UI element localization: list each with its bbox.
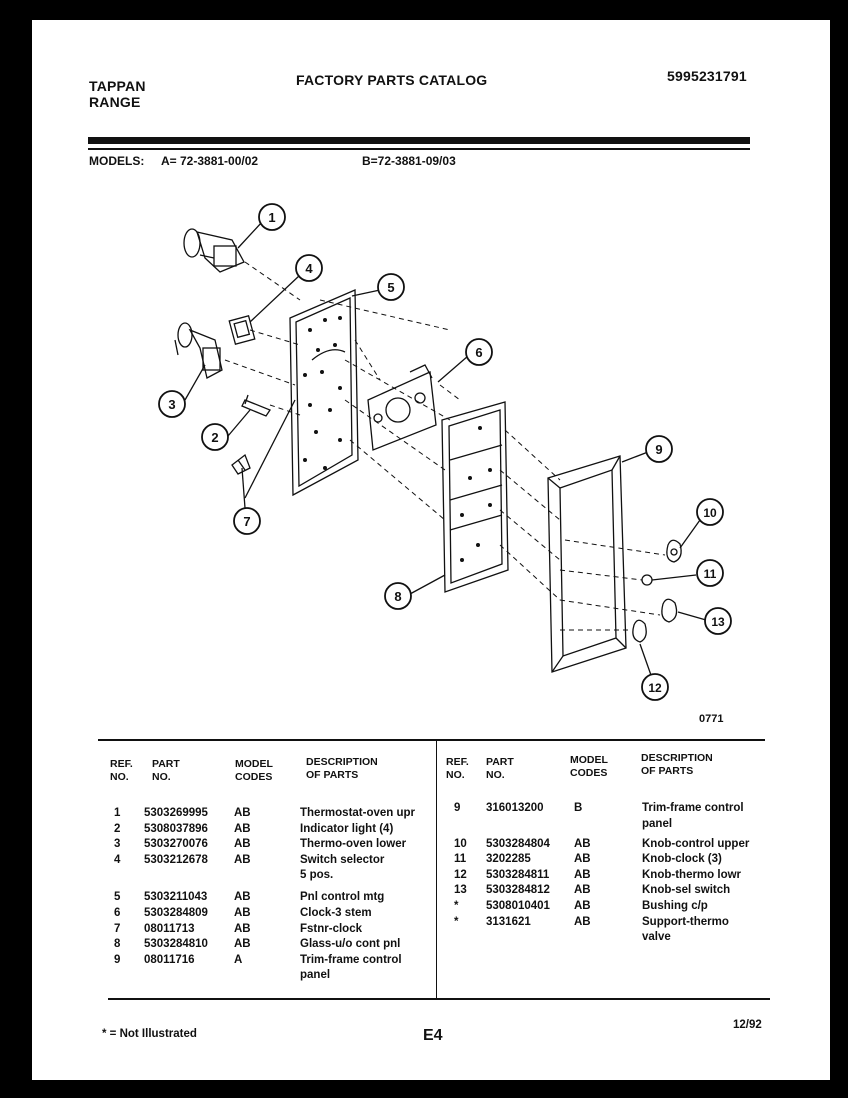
- models-label: MODELS:: [89, 154, 145, 168]
- callout-2: [201, 423, 229, 451]
- callout-label-9: 9: [655, 442, 662, 457]
- callout-7: [233, 507, 261, 535]
- callout-label-12: 12: [648, 681, 662, 695]
- callout-label-10: 10: [703, 506, 717, 520]
- brand-line-1: TAPPAN: [89, 78, 146, 94]
- callout-label-11: 11: [704, 567, 717, 581]
- callout-label-5: 5: [387, 280, 394, 295]
- table-bottom-rule: [108, 998, 770, 1000]
- brand-line-2: RANGE: [89, 94, 141, 110]
- callout-11: [696, 559, 724, 587]
- table-divider: [436, 741, 437, 999]
- callout-12: [641, 673, 669, 701]
- callout-label-1: 1: [268, 210, 275, 225]
- col-ref-header-right: REF.NO.: [446, 756, 469, 781]
- callout-1: [258, 203, 286, 231]
- catalog-number: 5995231791: [667, 68, 747, 84]
- models-a: A= 72-3881-00/02: [161, 154, 259, 168]
- callout-label-6: 6: [475, 345, 482, 360]
- callout-4: [295, 254, 323, 282]
- callout-13: [704, 607, 732, 635]
- callout-label-7: 7: [243, 514, 250, 529]
- callout-3: [158, 390, 186, 418]
- callout-label-2: 2: [211, 430, 218, 445]
- callout-8: [384, 582, 412, 610]
- callout-label-4: 4: [305, 261, 313, 276]
- catalog-title: FACTORY PARTS CATALOG: [296, 72, 488, 88]
- callout-label-3: 3: [168, 397, 175, 412]
- diagram-code: 0771: [699, 713, 724, 725]
- callout-5: [377, 273, 405, 301]
- callout-10: [696, 498, 724, 526]
- callout-label-8: 8: [394, 589, 401, 604]
- page-number: E4: [423, 1027, 443, 1044]
- callout-9: [645, 435, 673, 463]
- exploded-parts-diagram: 1 4 5 3 6 2 7 9 8 10 11 13 12: [158, 203, 732, 701]
- print-date: 12/92: [733, 1019, 762, 1031]
- header-rule-thin: [88, 148, 750, 150]
- callout-label-13: 13: [711, 615, 725, 629]
- col-ref-header-left: REF.NO.: [110, 758, 133, 783]
- callout-6: [465, 338, 493, 366]
- not-illustrated-note: * = Not Illustrated: [102, 1028, 197, 1040]
- catalog-page: [32, 20, 830, 1080]
- table-top-rule: [98, 739, 765, 741]
- header-rule: [88, 137, 750, 144]
- models-b: B=72-3881-09/03: [362, 154, 456, 168]
